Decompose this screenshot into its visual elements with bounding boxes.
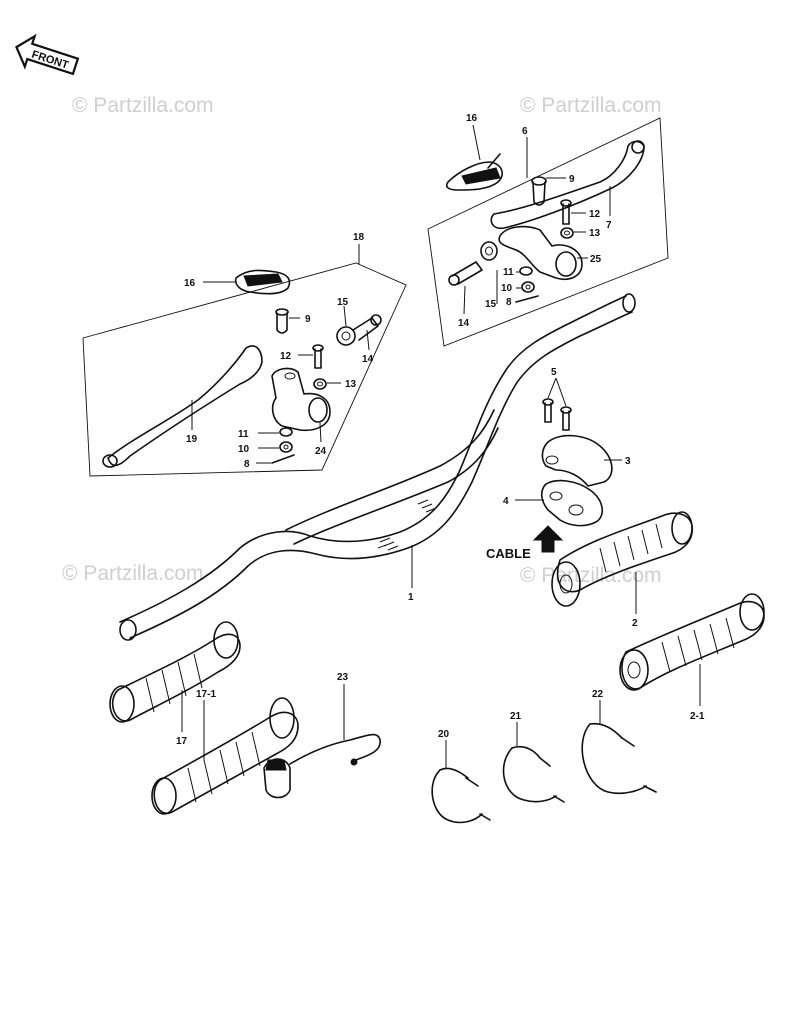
part-20-cable-clamp [431,767,491,824]
label-10b: 10 [501,283,513,294]
part-21-cable-clamp [502,745,565,803]
part-9-right-pivot-bolt [531,176,547,206]
leader-14b [463,285,466,315]
part-22-cable-clamp [581,722,657,795]
label-13a: 13 [345,379,357,390]
part-8-left-pin [271,454,295,464]
part-5-housing-screws [542,398,572,431]
part-2-throttle-grip [551,511,694,607]
leader-15a [343,305,347,327]
label-17: 17 [176,736,188,747]
label-24: 24 [315,446,327,457]
right-lever-group-outline [427,117,669,347]
label-25: 25 [590,254,602,265]
leader-14a [366,329,370,351]
part-3-throttle-housing-upper [541,434,613,487]
watermark-top-left: © Partzilla.com [72,94,214,117]
label-7: 7 [606,220,612,231]
part-14-right-adjuster-bolt [448,261,483,286]
leader-16b [472,124,481,161]
label-11a: 11 [238,429,249,440]
watermark-mid-left: © Partzilla.com [62,562,204,585]
part-11-left-washer [279,427,293,437]
label-13b: 13 [589,228,601,239]
label-17-1: 17-1 [196,689,216,700]
cable-direction-arrow [532,525,564,553]
part-15-left-adjuster-wheel [336,326,356,346]
part-12-left-bolt [312,344,324,369]
part-23-kill-switch [263,733,381,799]
part-10-right-nut [521,281,535,293]
label-1: 1 [408,592,414,603]
part-16-right-bracket [445,153,503,191]
label-16a: 16 [184,278,196,289]
part-24-left-lever-holder [271,367,331,432]
left-lever-group-outline [82,262,407,477]
part-13-right-nut [560,227,574,239]
part-11-right-washer [519,266,533,276]
part-2-1-throttle-grip-alt [619,593,765,691]
front-arrow-icon [15,33,80,76]
label-12b: 12 [589,209,601,220]
label-15b: 15 [485,299,497,310]
label-2-1: 2-1 [690,711,705,722]
label-12a: 12 [280,351,292,362]
part-13-left-nut [313,378,327,390]
part-17-1-left-grip-alt [151,697,299,815]
label-14b: 14 [458,318,470,329]
front-direction-badge: FRONT [15,33,80,76]
label-11b: 11 [503,267,514,278]
part-10-left-nut [279,441,293,453]
part-16-left-bracket [234,269,291,295]
label-10a: 10 [238,444,250,455]
label-9a: 9 [305,314,311,325]
label-6: 6 [522,126,528,137]
part-8-right-pin [515,295,539,303]
label-19: 19 [186,434,198,445]
up-arrow-icon [532,525,564,553]
label-5: 5 [551,367,557,378]
label-9b: 9 [569,174,575,185]
label-22: 22 [592,689,604,700]
part-12-right-bolt [560,199,572,225]
label-18: 18 [353,232,365,243]
label-14a: 14 [362,354,374,365]
part-1-handlebar [119,293,636,641]
watermark-top-right: © Partzilla.com [520,94,662,117]
label-8b: 8 [506,297,512,308]
leader-5a [547,377,557,399]
label-2: 2 [632,618,638,629]
leader-24 [319,422,322,443]
part-4-throttle-housing-lower [540,479,603,527]
part-6-right-lever [490,140,645,230]
label-16b: 16 [466,113,478,124]
label-8a: 8 [244,459,250,470]
part-14-left-adjuster-bolt [352,314,382,341]
label-20: 20 [438,729,450,740]
label-15a: 15 [337,297,349,308]
label-21: 21 [510,711,522,722]
part-15-right-adjuster-wheel [480,241,498,261]
label-23: 23 [337,672,349,683]
label-4: 4 [503,496,509,507]
part-17-left-grip [109,621,241,723]
leader-5b [555,377,567,407]
label-3: 3 [625,456,631,467]
part-19-left-lever [102,345,263,468]
part-25-right-lever-holder [498,225,583,280]
cable-label: CABLE [486,546,531,561]
part-9-left-pivot-bolt [275,308,289,334]
